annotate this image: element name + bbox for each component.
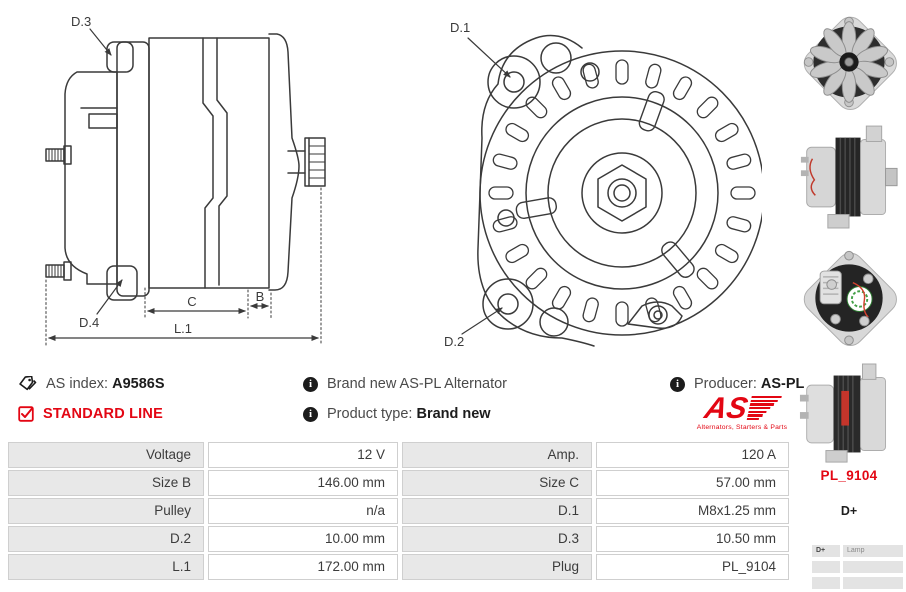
- lug-bottom-left: [482, 278, 534, 330]
- spec-label: Size C: [402, 470, 592, 496]
- checked-checkbox-icon: [18, 406, 34, 422]
- description-row: i Brand new AS-PL Alternator: [303, 374, 507, 394]
- pinout-cell: [812, 561, 840, 573]
- spec-label: D.2: [8, 526, 204, 552]
- spec-label: Amp.: [402, 442, 592, 468]
- as-index-value: A9586S: [112, 376, 165, 392]
- product-type-value: Brand new: [416, 406, 491, 422]
- spec-label: Voltage: [8, 442, 204, 468]
- label-L1: L.1: [174, 321, 192, 336]
- pinout-cell: D+: [812, 545, 840, 557]
- spec-value: PL_9104: [596, 554, 789, 580]
- mount-plate: [477, 34, 595, 347]
- product-type-text: Product type: Brand new: [327, 406, 491, 422]
- hole-top-small: [580, 62, 600, 82]
- label-B: B: [256, 289, 265, 304]
- front-bracket: [268, 33, 300, 291]
- description-text: Brand new AS-PL Alternator: [327, 376, 508, 392]
- red-wire: [852, 281, 869, 318]
- spec-table: Voltage 12 V Amp. 120 A Size B 146.00 mm…: [8, 442, 789, 580]
- pinout-cell: [843, 577, 903, 589]
- red-wire: [809, 158, 816, 196]
- leader-D1: [467, 37, 511, 78]
- as-logo-stripes: [746, 396, 782, 422]
- product-photo-side-view[interactable]: [799, 122, 899, 234]
- green-sticker: [846, 285, 873, 312]
- as-logo-text: AS: [701, 392, 751, 426]
- product-photo-rear-view[interactable]: [799, 242, 899, 354]
- hole-bottom: [539, 307, 569, 337]
- as-logo-tagline: Alternators, Starters & Parts: [696, 424, 788, 432]
- lug-bottom-right-bracket: [627, 301, 683, 329]
- product-photo-column: [795, 10, 903, 474]
- spec-value: 57.00 mm: [596, 470, 789, 496]
- lug-top-left: [487, 55, 541, 109]
- spec-value: n/a: [208, 498, 398, 524]
- tags-icon: [19, 375, 37, 390]
- spec-value: 172.00 mm: [208, 554, 398, 580]
- extension-lines: [45, 187, 322, 346]
- bottom-mount-ear: [106, 265, 138, 301]
- front-view-technical-drawing: D.1 D.2: [444, 20, 762, 349]
- spec-label: D.3: [402, 526, 592, 552]
- rear-bracket: [116, 41, 150, 297]
- info-icon: i: [670, 376, 685, 392]
- spec-value: 10.50 mm: [596, 526, 789, 552]
- leader-D4: [96, 279, 123, 315]
- spec-label: D.1: [402, 498, 592, 524]
- leader-D3: [89, 28, 112, 56]
- spec-label: L.1: [8, 554, 204, 580]
- pinout-cell: [843, 561, 903, 573]
- spec-value: 10.00 mm: [208, 526, 398, 552]
- terminal-label: D+: [840, 504, 858, 518]
- producer-value: AS-PL: [760, 376, 805, 392]
- standard-line-row: STANDARD LINE: [18, 404, 163, 424]
- product-type-row: i Product type: Brand new: [303, 404, 491, 424]
- outer-rim: [479, 50, 762, 336]
- rear-cap-outline: [64, 71, 118, 285]
- as-index-row: AS index: A9586S: [18, 374, 165, 394]
- pinout-cell: Lamp: [843, 545, 903, 557]
- label-C: C: [187, 294, 196, 309]
- spec-label: Pulley: [8, 498, 204, 524]
- standard-line-label: STANDARD LINE: [43, 406, 163, 422]
- label-D4: D.4: [79, 315, 99, 330]
- spec-value: 120 A: [596, 442, 789, 468]
- label-D3: D.3: [71, 14, 91, 29]
- label-D2: D.2: [444, 334, 464, 349]
- hole-left: [497, 209, 515, 227]
- spec-value: 146.00 mm: [208, 470, 398, 496]
- spec-label: Size B: [8, 470, 204, 496]
- top-mount-ear: [106, 41, 134, 73]
- spokes: [515, 90, 695, 278]
- info-icon: i: [303, 406, 318, 422]
- side-view-technical-drawing: D.3 D.4 C B L.1: [45, 14, 326, 346]
- stud-top: [45, 145, 72, 165]
- producer-row: i Producer: AS-PL: [670, 374, 804, 394]
- product-photo-side-view-2[interactable]: [799, 362, 899, 466]
- plug-pinout-table: D+ Lamp: [812, 545, 903, 589]
- leader-D2: [461, 307, 503, 335]
- product-photo-fan-view[interactable]: [799, 10, 899, 114]
- pinout-cell: [812, 577, 840, 589]
- red-label: [841, 390, 849, 426]
- label-D1: D.1: [450, 20, 470, 35]
- spec-value: 12 V: [208, 442, 398, 468]
- stud-bottom: [45, 261, 72, 281]
- producer-text: Producer: AS-PL: [694, 376, 805, 392]
- plug-code: PL_9104: [820, 468, 878, 483]
- vent-slots: [488, 59, 756, 327]
- main-housing: [148, 37, 270, 289]
- as-index-text: AS index: A9586S: [46, 376, 165, 392]
- shaft: [287, 137, 326, 187]
- spec-value: M8x1.25 mm: [596, 498, 789, 524]
- hex-nut: [597, 164, 647, 222]
- info-icon: i: [303, 376, 318, 392]
- hole-top: [540, 42, 572, 74]
- as-pl-logo: AS Alternators, Starters & Parts: [690, 392, 794, 432]
- spec-label: Plug: [402, 554, 592, 580]
